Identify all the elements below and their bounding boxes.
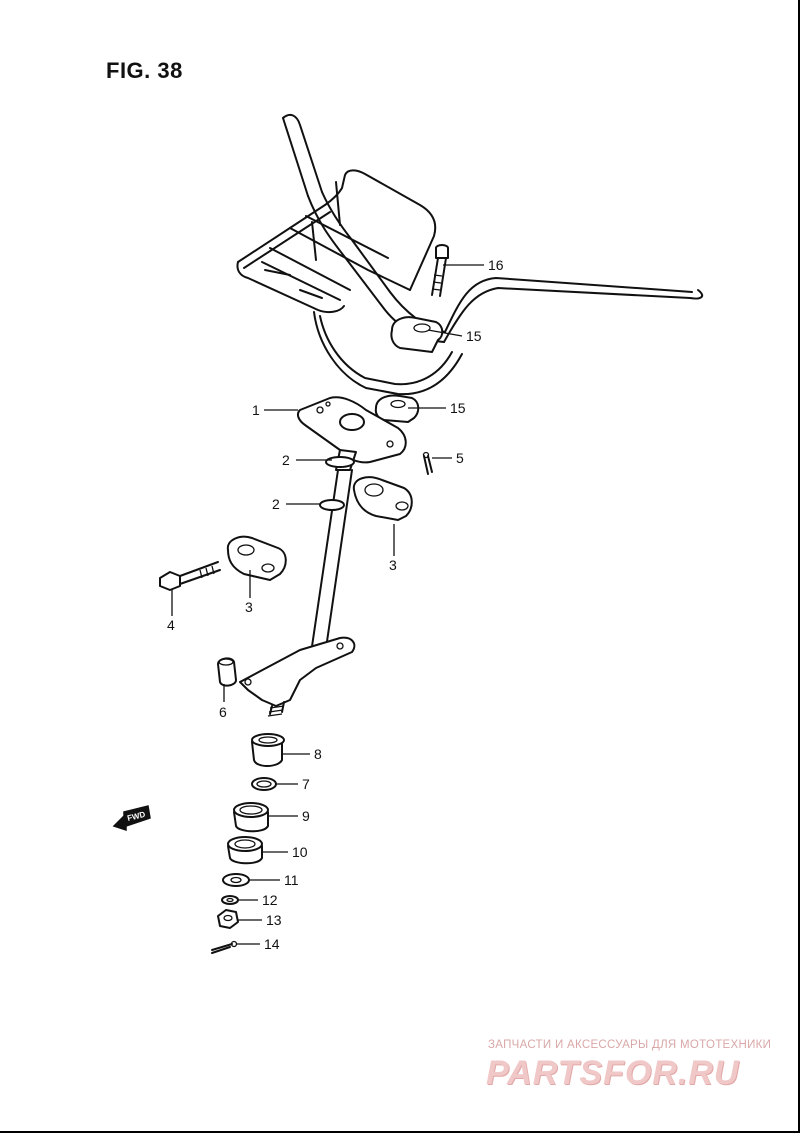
shaft-holder-plate [296,396,407,464]
callout-2-upper: 2 [282,452,290,468]
callout-7: 7 [302,776,310,792]
callout-10: 10 [292,844,308,860]
small-washer [221,895,239,905]
watermark-logo: PARTSFOR.RU [486,1054,740,1092]
callout-3-right: 3 [389,557,397,573]
handlebar [282,113,704,396]
steering-shaft [239,449,357,717]
callout-4: 4 [167,617,175,633]
bush [217,657,237,687]
callout-11: 11 [284,872,299,888]
callout-15: 15 [450,400,466,416]
callout-3-left: 3 [245,599,253,615]
callout-14: 14 [264,936,280,952]
callout-5: 5 [456,450,464,466]
shaft-clamp-right [352,476,413,521]
callout-16: 16 [488,257,504,273]
shaft-bush [251,733,285,767]
bearing [233,802,269,833]
callout-13: 13 [266,912,282,928]
lower-cotter-pin [211,940,238,954]
handlebar-clamp-bolt [431,244,449,297]
callout-2-lower: 2 [272,496,280,512]
callout-12: 12 [262,892,278,908]
clamp-bolt [159,561,221,591]
watermark-caption: ЗАПЧАСТИ И АКСЕССУАРЫ ДЛЯ МОТОТЕХНИКИ [488,1039,772,1051]
leader-lines [171,264,484,945]
cotter-pin [422,451,433,475]
oil-seal [251,777,277,791]
handlebar-upper-holder-top [390,316,444,353]
callout-9: 9 [302,808,310,824]
castle-nut [217,909,239,929]
callout-labels: 16 15 15 1 2 5 2 3 3 4 6 8 7 9 10 11 12 … [167,257,504,952]
figure-title: FIG. 38 [106,58,183,83]
forward-direction-arrow: FWD [112,805,151,832]
callout-1: 1 [252,402,260,418]
fwd-label: FWD [126,810,146,823]
callout-6: 6 [219,704,227,720]
lower-bearing [227,836,263,865]
washer [222,873,250,887]
callout-8: 8 [314,746,322,762]
handlebar-rack [236,169,437,314]
callout-15-top: 15 [466,328,482,344]
shaft-clamp-left [226,535,287,581]
